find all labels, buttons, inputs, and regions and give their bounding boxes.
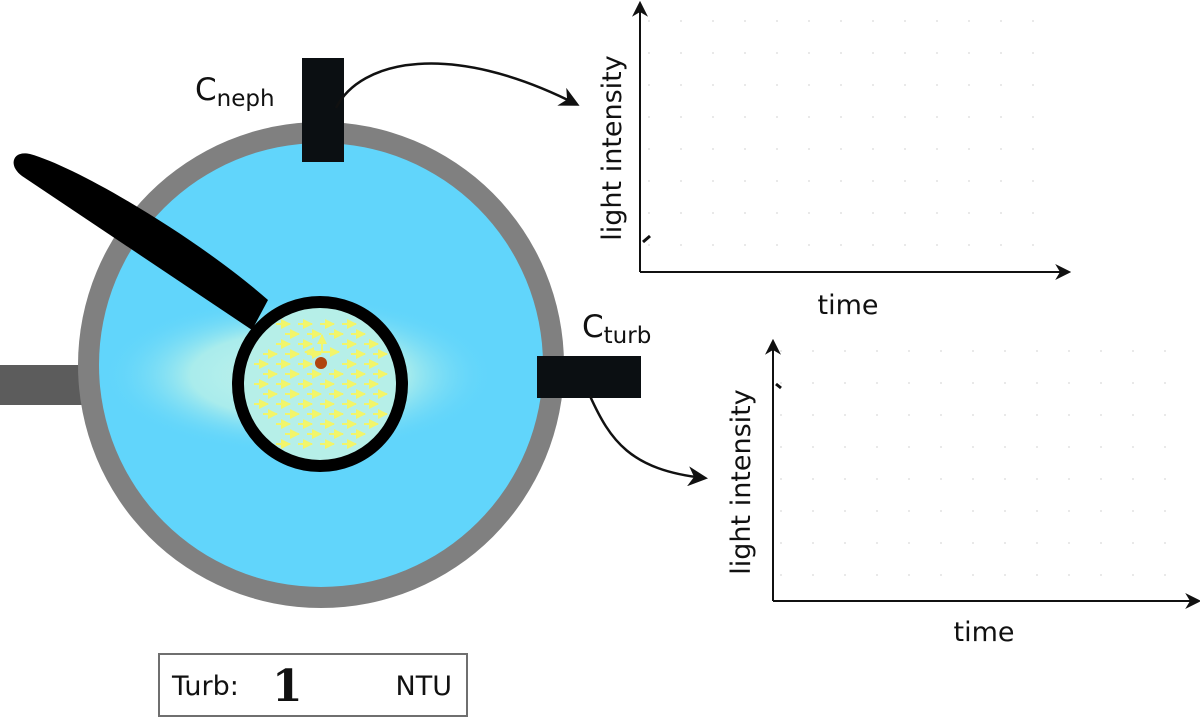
readout-label: Turb: bbox=[172, 671, 239, 702]
turbidimetric-sensor bbox=[537, 356, 641, 398]
readout-unit: NTU bbox=[395, 671, 452, 702]
arrow-icon bbox=[588, 395, 708, 487]
turb-sensor-label: Cturb bbox=[582, 309, 651, 349]
particle-arrows bbox=[254, 319, 388, 449]
y-axis-title: light intensity bbox=[597, 55, 628, 241]
signal-trace bbox=[775, 382, 782, 390]
y-axis-title: light intensity bbox=[726, 389, 757, 575]
plot-top: time light intensity bbox=[597, 0, 1072, 321]
magnifier-icon bbox=[232, 296, 408, 472]
x-axis-title: time bbox=[817, 290, 878, 321]
x-axis-title: time bbox=[953, 617, 1014, 648]
signal-trace bbox=[642, 234, 651, 244]
plot-bottom: time light intensity bbox=[726, 338, 1200, 648]
turbidity-readout: Turb: 1 NTU bbox=[158, 653, 468, 717]
particle bbox=[315, 357, 327, 369]
nephelometric-sensor bbox=[302, 58, 344, 162]
neph-sensor-label: Cneph bbox=[195, 72, 275, 112]
arrow-icon bbox=[334, 62, 580, 109]
readout-value: 1 bbox=[272, 661, 303, 712]
magnifier-handle-icon bbox=[13, 153, 269, 330]
